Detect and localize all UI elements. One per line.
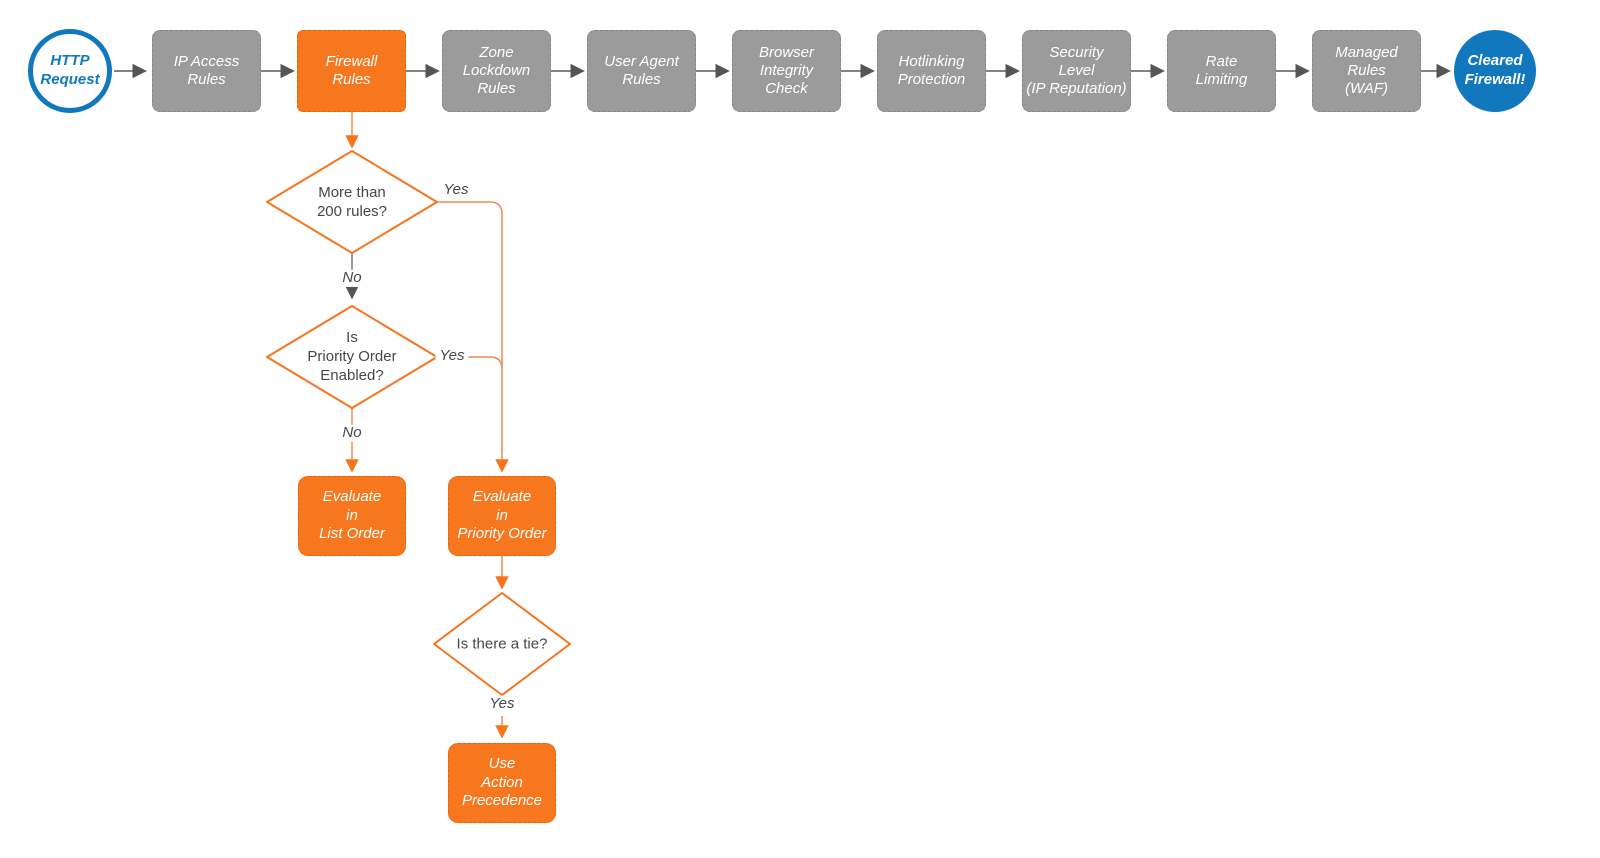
decision-priority-order-enabled-label: Is Priority Order Enabled? xyxy=(307,329,397,385)
decision-more-than-200-rules-label: More than 200 rules? xyxy=(316,183,388,220)
pipeline-node-zone-lockdown-rules: Zone Lockdown Rules xyxy=(442,30,551,112)
edge-decision1-yes xyxy=(437,201,509,473)
edge-label-decision2-no: No xyxy=(338,424,366,442)
edge-label-decision1-no: No xyxy=(338,269,366,287)
pipeline-node-managed-rules-waf: Managed Rules (WAF) xyxy=(1312,30,1421,112)
end-node-cleared-firewall: Cleared Firewall! xyxy=(1454,30,1536,112)
start-node-http-request: HTTP Request xyxy=(28,29,112,113)
edge-label-decision3-yes: Yes xyxy=(485,695,519,713)
pipeline-node-security-level: Security Level (IP Reputation) xyxy=(1022,30,1131,112)
pipeline-node-rate-limiting: Rate Limiting xyxy=(1167,30,1276,112)
action-evaluate-priority-order: Evaluate in Priority Order xyxy=(448,476,556,556)
edge-label-decision1-yes: Yes xyxy=(439,181,473,199)
pipeline-node-firewall-rules: Firewall Rules xyxy=(297,30,406,112)
pipeline-node-user-agent-rules: User Agent Rules xyxy=(587,30,696,112)
action-evaluate-list-order: Evaluate in List Order xyxy=(298,476,406,556)
pipeline-node-ip-access-rules: IP Access Rules xyxy=(152,30,261,112)
pipeline-node-browser-integrity-check: Browser Integrity Check xyxy=(732,30,841,112)
edge-label-decision2-yes: Yes xyxy=(435,347,469,365)
action-use-action-precedence: Use Action Precedence xyxy=(448,743,556,823)
decision-is-there-a-tie-label: Is there a tie? xyxy=(456,635,548,653)
pipeline-node-hotlinking-protection: Hotlinking Protection xyxy=(877,30,986,112)
